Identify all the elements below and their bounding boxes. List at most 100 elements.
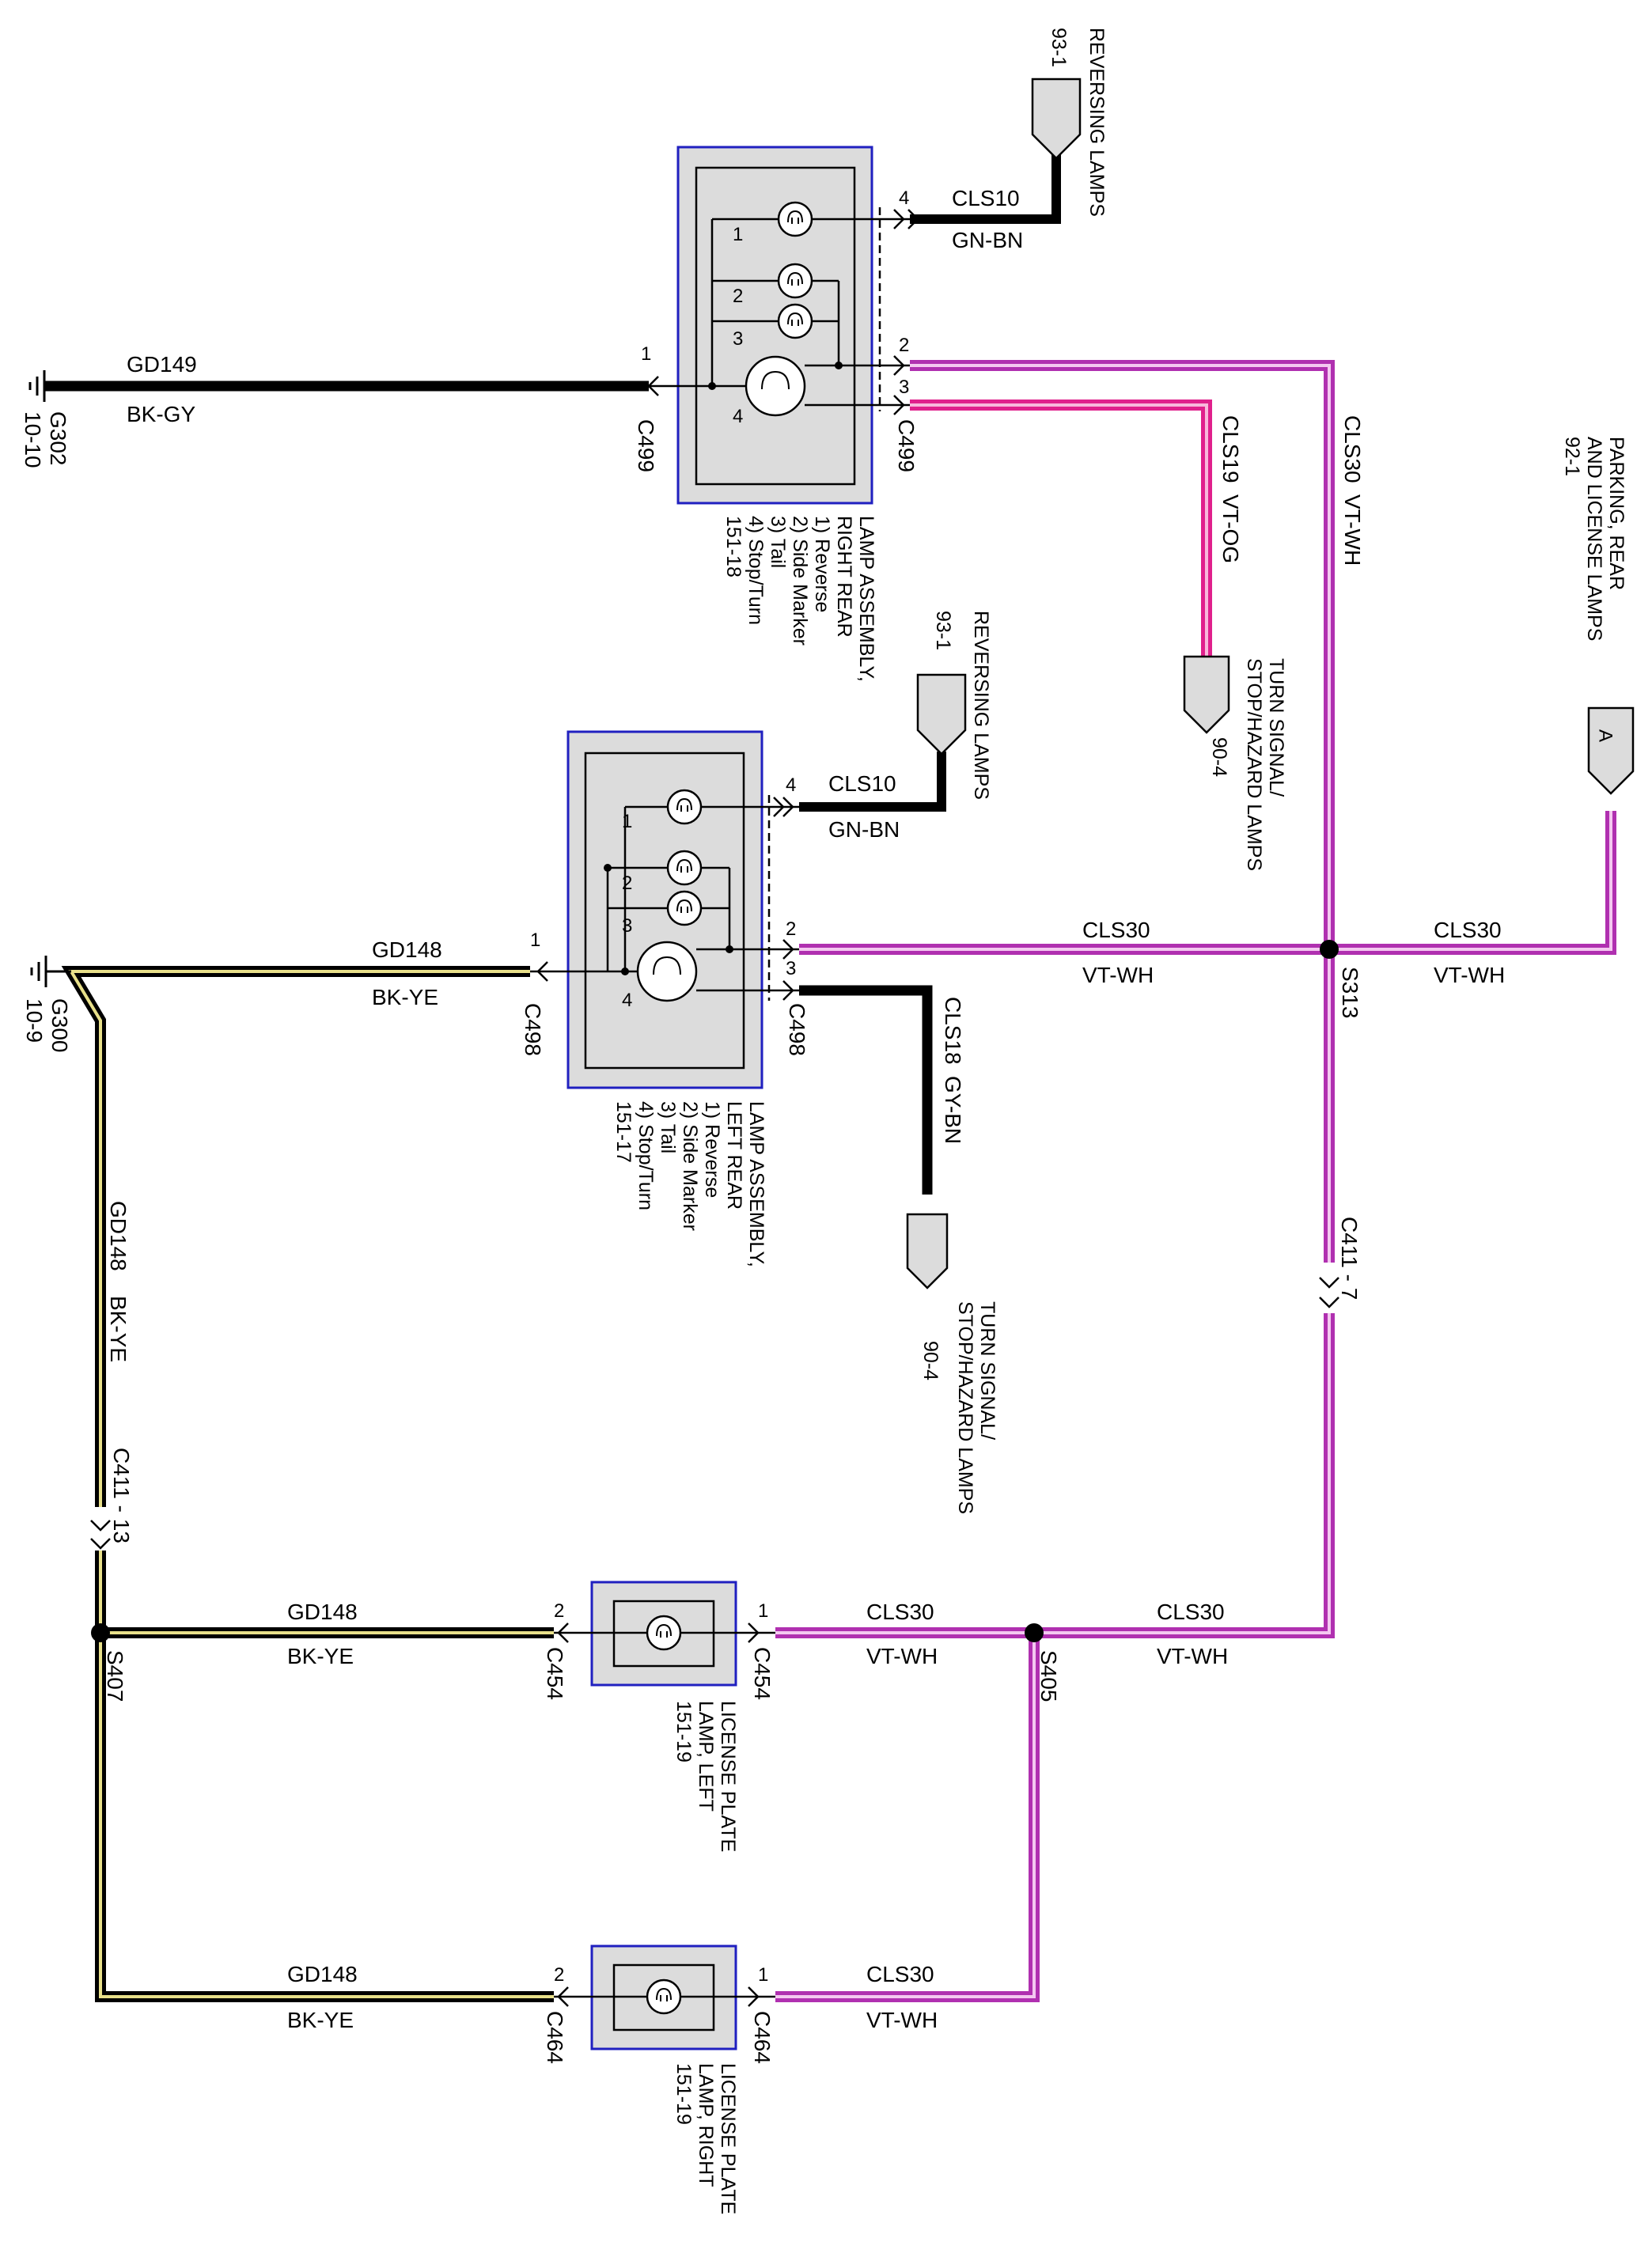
svg-text:3) Tail: 3) Tail — [657, 1101, 679, 1153]
wire-cls30-license — [775, 1627, 1298, 2002]
pin-label: 2 — [786, 918, 796, 940]
svg-text:GY-BN: GY-BN — [941, 1076, 965, 1144]
wire-label: CLS10 — [828, 771, 896, 796]
bulb-icon — [777, 201, 813, 237]
license-plate-lamp-right — [554, 1944, 775, 2050]
wire-label: BK-YE — [287, 1644, 354, 1668]
reference-label-reversing-top: REVERSING LAMPS 93-1 — [1048, 28, 1108, 217]
pin-label: 2 — [554, 1964, 564, 1986]
wire-label: VT-WH — [866, 1644, 938, 1668]
svg-text:VT-WH: VT-WH — [1340, 494, 1365, 566]
pin-label: 1 — [758, 1600, 768, 1622]
pin-label: 3 — [733, 328, 743, 350]
svg-text:151-18: 151-18 — [722, 516, 745, 577]
pin-label: 4 — [622, 990, 632, 1011]
wire-label-gd148-vertical: GD148 BK-YE — [106, 1201, 131, 1362]
pin-label: 2 — [554, 1600, 564, 1622]
svg-text:CLS30: CLS30 — [1340, 415, 1365, 483]
svg-text:CLS18: CLS18 — [941, 997, 965, 1065]
wire-label: CLS30 — [1157, 1600, 1225, 1624]
wire-label: CLS30 — [866, 1600, 934, 1624]
wire-label: CLS30 — [866, 1962, 934, 1986]
connector-label-c454-left: C454 — [543, 1647, 567, 1700]
svg-text:STOP/HAZARD LAMPS: STOP/HAZARD LAMPS — [954, 1301, 976, 1514]
svg-text:LAMP, LEFT: LAMP, LEFT — [695, 1701, 717, 1812]
svg-text:RIGHT REAR: RIGHT REAR — [833, 516, 855, 638]
lamp-assembly-right-rear: 1 2 3 4 — [649, 146, 910, 505]
svg-text:2) Side Marker: 2) Side Marker — [789, 516, 811, 646]
wire-label: BK-YE — [287, 2008, 354, 2032]
svg-text:LAMP ASSEMBLY,: LAMP ASSEMBLY, — [855, 516, 877, 682]
wire-cls19 — [910, 399, 1212, 657]
bulb-icon — [666, 789, 703, 825]
svg-text:1) Reverse: 1) Reverse — [811, 516, 833, 612]
component-label-license-right: LICENSE PLATE LAMP, RIGHT 151-19 — [673, 2063, 739, 2214]
ground-label-g302: G302 10-10 — [21, 411, 70, 468]
wire-label: GD148 — [372, 937, 442, 962]
wire-label: GN-BN — [828, 817, 900, 842]
splice-s405 — [1025, 1623, 1044, 1642]
pin-label: 1 — [641, 343, 651, 365]
wire-label: CLS30 — [1082, 918, 1150, 942]
component-label-right-rear: LAMP ASSEMBLY, RIGHT REAR 1) Reverse 2) … — [722, 516, 877, 682]
pin-label: 1 — [530, 930, 540, 951]
connector-label-c464-left: C464 — [543, 2011, 567, 2064]
bulb-icon — [777, 263, 813, 299]
connector-label-c411-7: C411 - 7 — [1337, 1217, 1362, 1300]
off-page-letter: A — [1595, 729, 1616, 742]
svg-text:G300: G300 — [47, 998, 72, 1053]
wire-cls10-right-rear — [910, 150, 1061, 224]
svg-text:CLS19: CLS19 — [1218, 415, 1243, 483]
wire-label: VT-WH — [1157, 1644, 1228, 1668]
wire-label-cls19: CLS19 VT-OG — [1218, 415, 1243, 563]
ground-g300-icon — [30, 956, 71, 987]
splice-s313 — [1320, 940, 1339, 959]
connector-label-c454-right: C454 — [750, 1647, 775, 1700]
pin-label: 3 — [622, 915, 632, 937]
reference-arrow-reversing-top — [1031, 78, 1082, 160]
svg-text:151-19: 151-19 — [673, 2063, 695, 2125]
bulb-icon — [666, 850, 703, 886]
svg-text:GD148: GD148 — [106, 1201, 131, 1271]
wire-cls18 — [799, 985, 933, 1195]
svg-text:G302: G302 — [46, 411, 70, 466]
wire-label: GN-BN — [952, 228, 1023, 252]
wire-label: BK-YE — [372, 985, 438, 1009]
bulb-icon — [777, 303, 813, 339]
wire-gd148 — [61, 966, 554, 2002]
ground-label-g300: G300 10-9 — [22, 998, 72, 1053]
bulb-icon — [745, 355, 806, 417]
pin-label: 2 — [622, 873, 632, 894]
svg-text:TURN SIGNAL/: TURN SIGNAL/ — [1265, 658, 1287, 797]
svg-text:10-10: 10-10 — [21, 411, 45, 468]
connector-label-c499-left: C499 — [634, 419, 658, 472]
pin-label: 4 — [733, 406, 743, 427]
component-label-left-rear: LAMP ASSEMBLY, LEFT REAR 1) Reverse 2) S… — [612, 1101, 767, 1267]
lamp-assembly-left-rear: 1 2 3 4 — [530, 730, 799, 1089]
connector-label-c499-right: C499 — [894, 419, 919, 472]
svg-text:REVERSING LAMPS: REVERSING LAMPS — [1086, 28, 1108, 217]
wire-label: VT-WH — [1434, 963, 1505, 987]
splice-label-s313: S313 — [1338, 967, 1362, 1018]
svg-text:4) Stop/Turn: 4) Stop/Turn — [635, 1101, 657, 1210]
svg-text:PARKING, REAR: PARKING, REAR — [1605, 437, 1627, 590]
pin-label: 4 — [786, 774, 796, 796]
wire-label: GD148 — [287, 1600, 358, 1624]
reference-label-reversing-mid: REVERSING LAMPS 93-1 — [932, 611, 992, 800]
reference-arrow-turn-mid — [906, 1213, 949, 1289]
bulb-icon — [636, 941, 698, 1002]
svg-text:90-4: 90-4 — [919, 1341, 942, 1380]
svg-text:1) Reverse: 1) Reverse — [701, 1101, 723, 1198]
svg-text:LICENSE PLATE: LICENSE PLATE — [717, 2063, 739, 2214]
svg-text:151-19: 151-19 — [673, 1701, 695, 1763]
reference-arrow-reversing-mid — [916, 673, 967, 755]
svg-text:3) Tail: 3) Tail — [767, 516, 789, 568]
svg-text:90-4: 90-4 — [1208, 737, 1230, 777]
wire-label-cls30-vertical: CLS30 VT-WH — [1340, 415, 1365, 566]
svg-text:STOP/HAZARD LAMPS: STOP/HAZARD LAMPS — [1243, 658, 1265, 871]
pin-label: 4 — [899, 187, 909, 209]
splice-s407 — [91, 1623, 110, 1642]
pin-label: 3 — [786, 958, 796, 979]
bulb-icon — [666, 890, 703, 926]
